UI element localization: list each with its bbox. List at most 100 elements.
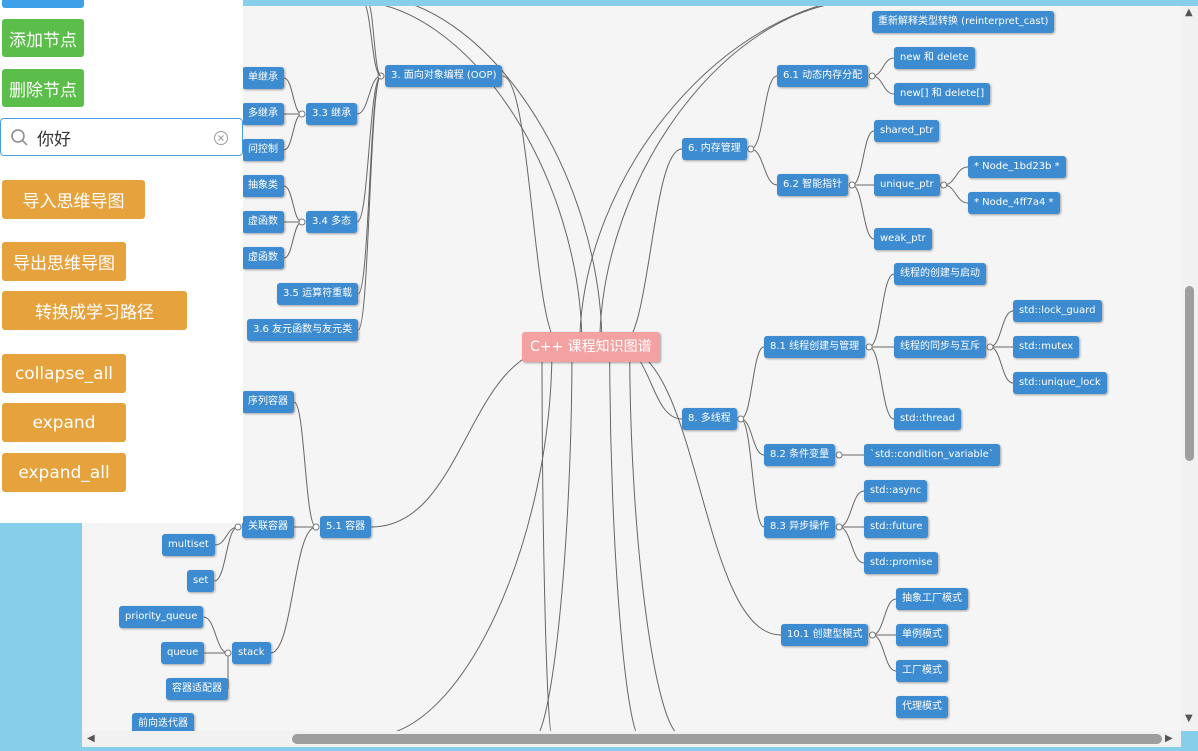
expand-all-button[interactable]: expand_all [2,453,126,492]
node-factory[interactable]: 工厂模式 [896,660,948,682]
node-placeholder-1[interactable]: * Node_1bd23b * [968,156,1066,178]
connector-line [214,526,239,546]
expand-toggle-icon[interactable] [835,523,843,531]
mindmap-canvas[interactable]: C++ 课程知识图谱 重新解释类型转换 (reinterpret_cast) 3… [82,6,1181,731]
node-sequence-container[interactable]: 序列容器 [242,391,294,413]
node-queue[interactable]: queue [161,642,205,664]
node-placeholder-2[interactable]: * Node_4ff7a4 * [968,192,1060,214]
search-input[interactable] [37,125,207,149]
connector-line [414,6,603,348]
connector-line [541,346,552,731]
node-async-operations[interactable]: 8.3 异步操作 [764,516,836,538]
node-virtual-function-a[interactable]: 虚函数 [242,211,284,233]
node-thread-start[interactable]: 线程的创建与启动 [894,263,986,285]
node-unique-ptr[interactable]: unique_ptr [874,174,940,196]
node-unique-lock[interactable]: std::unique_lock [1013,372,1107,394]
node-std-future[interactable]: std::future [864,516,929,538]
node-abstract-factory[interactable]: 抽象工厂模式 [896,588,968,610]
node-forward-iterator[interactable]: 前向迭代器 [132,713,194,731]
node-single-inheritance[interactable]: 单继承 [242,67,284,89]
scroll-up-arrow-icon[interactable]: ▲ [1185,7,1193,18]
expand-toggle-icon[interactable] [848,181,856,189]
expand-toggle-icon[interactable] [298,110,306,118]
expand-toggle-icon[interactable] [312,523,320,531]
node-thread-creation[interactable]: 8.1 线程创建与管理 [764,336,866,358]
connector-line [750,75,778,150]
expand-toggle-icon[interactable] [747,145,755,153]
node-std-async[interactable]: std::async [864,480,928,502]
connector-line [851,184,875,240]
node-proxy[interactable]: 代理模式 [896,696,948,718]
node-shared-ptr[interactable]: shared_ptr [874,120,940,142]
node-operator-overload[interactable]: 3.5 运算符重载 [277,283,359,305]
node-lock-guard[interactable]: std::lock_guard [1013,300,1102,322]
connector-line [539,346,573,731]
convert-learning-path-button[interactable]: 转换成学习路径 [2,291,187,330]
node-inheritance[interactable]: 3.3 继承 [306,103,358,125]
scroll-down-arrow-icon[interactable]: ▼ [1185,713,1193,724]
node-containers[interactable]: 5.1 容器 [320,516,372,538]
collapse-all-button[interactable]: collapse_all [2,354,126,393]
node-std-promise[interactable]: std::promise [864,552,939,574]
mindmap-root-node[interactable]: C++ 课程知识图谱 [522,332,660,362]
connector-line [283,221,303,259]
node-oop[interactable]: 3. 面向对象编程 (OOP) [385,65,503,87]
node-condition-variable-group[interactable]: 8.2 条件变量 [764,444,836,466]
node-condition-variable[interactable]: `std::condition_variable` [864,444,1000,466]
node-stack[interactable]: 容器适配器 [166,678,228,700]
node-weak-ptr[interactable]: weak_ptr [874,228,932,250]
node-new-delete[interactable]: new 和 delete [894,47,975,69]
expand-toggle-icon[interactable] [865,343,873,351]
connector-line [283,77,303,115]
expand-toggle-icon[interactable] [224,649,232,657]
expand-toggle-icon[interactable] [234,523,242,531]
search-box[interactable] [0,118,243,156]
node-singleton[interactable]: 单例模式 [896,624,948,646]
top-action-button[interactable] [2,0,84,8]
expand-toggle-icon[interactable] [737,415,745,423]
expand-button[interactable]: expand [2,403,126,442]
horizontal-scrollbar[interactable]: ◀ ▶ [82,731,1181,747]
scroll-left-arrow-icon[interactable]: ◀ [87,733,95,744]
node-abstract-class[interactable]: 抽象类 [242,175,284,197]
node-set[interactable]: set [187,570,215,592]
node-mutex[interactable]: std::mutex [1013,336,1080,358]
node-friend[interactable]: 3.6 友元函数与友元类 [247,319,359,341]
node-access-control[interactable]: 问控制 [242,139,284,161]
horizontal-scroll-thumb[interactable] [292,734,1162,744]
expand-toggle-icon[interactable] [986,343,994,351]
delete-node-button[interactable]: 删除节点 [2,69,84,107]
expand-toggle-icon[interactable] [298,218,306,226]
node-thread-sync[interactable]: 线程的同步与互斥 [894,336,986,358]
connector-line [989,346,1014,384]
node-associative-container[interactable]: 关联容器 [242,516,294,538]
expand-toggle-icon[interactable] [868,631,876,639]
node-virtual-function-b[interactable]: 虚函数 [242,247,284,269]
node-polymorphism[interactable]: 3.4 多态 [306,211,358,233]
expand-toggle-icon[interactable] [835,451,843,459]
connector-line [868,273,895,348]
node-smart-pointers[interactable]: 6.2 智能指针 [777,174,849,196]
node-new-delete-array[interactable]: new[] 和 delete[] [894,83,991,105]
node-reinterpret-cast[interactable]: 重新解释类型转换 (reinterpret_cast) [872,11,1055,33]
scroll-right-arrow-icon[interactable]: ▶ [1165,733,1173,744]
expand-toggle-icon[interactable] [868,72,876,80]
node-creational-patterns[interactable]: 10.1 创建型模式 [781,624,869,646]
clear-icon[interactable] [213,130,229,146]
vertical-scrollbar[interactable]: ▲ ▼ [1181,6,1198,731]
node-multiple-inheritance[interactable]: 多继承 [242,103,284,125]
vertical-scroll-thumb[interactable] [1185,286,1194,461]
node-multiset[interactable]: multiset [162,534,215,556]
connector-line [838,526,865,564]
import-mindmap-button[interactable]: 导入思维导图 [2,180,145,219]
expand-toggle-icon[interactable] [940,181,948,189]
connector-line [293,401,317,528]
node-memory-management[interactable]: 6. 内存管理 [682,138,747,160]
node-container-adapter[interactable]: stack [232,642,271,664]
export-mindmap-button[interactable]: 导出思维导图 [2,242,126,281]
node-multithreading[interactable]: 8. 多线程 [682,408,737,430]
node-dynamic-allocation[interactable]: 6.1 动态内存分配 [777,65,869,87]
node-std-thread[interactable]: std::thread [894,408,961,430]
add-node-button[interactable]: 添加节点 [2,19,84,57]
node-priority-queue[interactable]: priority_queue [119,606,204,628]
